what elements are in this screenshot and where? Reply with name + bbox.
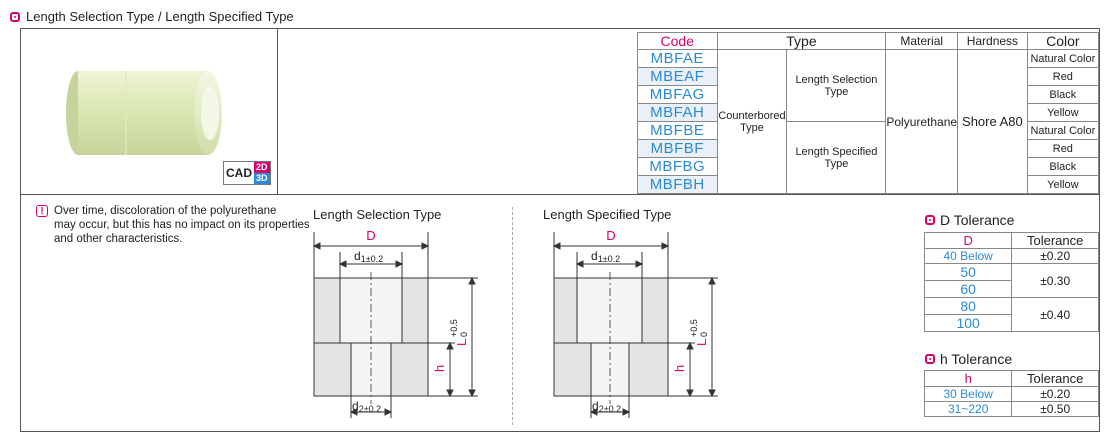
top-divider xyxy=(20,194,1100,195)
col-type: Type xyxy=(716,32,887,50)
tol-value: ±0.50 xyxy=(1011,401,1099,417)
bullet-icon xyxy=(925,215,935,225)
d-tolerance-title: D Tolerance xyxy=(925,212,1014,228)
dim-L: L +0.5 0 xyxy=(449,319,469,346)
cad-badge[interactable]: CAD 2D 3D xyxy=(223,161,271,185)
dim-d2-sub: 2±0.2 xyxy=(599,404,621,414)
color-cell: Yellow xyxy=(1026,175,1100,194)
dim-L-label: L xyxy=(694,339,709,346)
note-line: may occur, but this has no impact on its… xyxy=(54,219,310,231)
code-cell[interactable]: MBFAG xyxy=(637,85,718,104)
dim-L-tol2: 0 xyxy=(459,332,469,337)
code-cell[interactable]: MBFAH xyxy=(637,103,718,122)
h-tolerance-title: h Tolerance xyxy=(925,351,1012,367)
cad-3d: 3D xyxy=(254,173,270,184)
tol-value: ±0.20 xyxy=(1011,386,1099,402)
h-tolerance-table: h Tolerance 30 Below ±0.20 31~220 ±0.50 xyxy=(923,370,1099,417)
code-cell[interactable]: MBFBG xyxy=(637,157,718,176)
drawing-right-title: Length Specified Type xyxy=(543,207,672,222)
drawing-right: D d1±0.2 d2±0.2 h L +0.5 0 xyxy=(552,228,718,418)
section-header: Length Selection Type / Length Specified… xyxy=(10,9,294,24)
dim-h: h xyxy=(672,365,687,372)
d-tolerance-table: D Tolerance 40 Below ±0.20 50 ±0.30 60 8… xyxy=(923,232,1099,332)
d-tolerance-label: D Tolerance xyxy=(940,212,1015,228)
col-code: Code xyxy=(637,32,718,50)
color-cell: Natural Color xyxy=(1026,121,1100,140)
color-cell: Natural Color xyxy=(1026,49,1100,68)
d-value: 80 xyxy=(923,297,1013,315)
h-tolerance-label: h Tolerance xyxy=(940,351,1013,367)
dim-L-tol: +0.5 xyxy=(449,319,459,337)
warning-icon: ! xyxy=(36,205,48,217)
dim-d1-sub: 1±0.2 xyxy=(598,254,620,264)
bullet-icon xyxy=(10,11,20,22)
dim-L: L +0.5 0 xyxy=(689,319,709,346)
code-cell[interactable]: MBFBE xyxy=(637,121,718,140)
section-title: Length Selection Type / Length Specified… xyxy=(26,9,294,24)
color-cell: Black xyxy=(1026,157,1100,176)
cad-2d: 2D xyxy=(254,162,270,173)
dim-d2: d2±0.2 xyxy=(352,399,381,414)
dim-d2-label: d xyxy=(352,399,359,413)
col-hardness: Hardness xyxy=(957,32,1028,50)
code-cell[interactable]: MBFAE xyxy=(637,49,718,68)
dim-d2: d2±0.2 xyxy=(592,399,621,414)
dim-D: D xyxy=(606,228,615,243)
drawing-left-title: Length Selection Type xyxy=(313,207,442,222)
d-value: 100 xyxy=(923,314,1013,332)
dim-d1-label: d xyxy=(354,249,361,263)
drawing-divider xyxy=(512,207,513,425)
tol-value: ±0.30 xyxy=(1011,263,1099,298)
bullet-icon xyxy=(925,354,935,364)
type-selection: Length Selection Type xyxy=(786,49,887,122)
bushing-image xyxy=(66,71,222,155)
note-line: and other characteristics. xyxy=(54,233,183,245)
code-cell[interactable]: MBEAF xyxy=(637,67,718,86)
type-specified: Length Specified Type xyxy=(786,121,887,194)
tol-value: ±0.40 xyxy=(1011,297,1099,332)
spec-table: Code Type Material Hardness Color MBFAE … xyxy=(637,32,1100,194)
drawing-left: D d1±0.2 d2±0.2 h L +0.5 0 xyxy=(312,228,478,418)
dim-d2-sub: 2±0.2 xyxy=(359,404,381,414)
tol-col: Tolerance xyxy=(1011,370,1099,387)
color-cell: Red xyxy=(1026,139,1100,158)
color-cell: Black xyxy=(1026,85,1100,104)
dim-L-tol: +0.5 xyxy=(689,319,699,337)
d-value: 40 Below xyxy=(923,248,1013,264)
cad-label: CAD xyxy=(226,166,252,180)
dim-D: D xyxy=(366,228,375,243)
hardness-cell: Shore A80 xyxy=(957,49,1028,194)
tol-value: ±0.20 xyxy=(1011,248,1099,264)
product-photo: CAD 2D 3D xyxy=(30,33,271,188)
dim-d1-sub: 1±0.2 xyxy=(361,254,383,264)
dim-d2-label: d xyxy=(592,399,599,413)
d-col: D xyxy=(923,232,1013,249)
color-cell: Yellow xyxy=(1026,103,1100,122)
col-material: Material xyxy=(885,32,959,50)
photo-divider xyxy=(277,28,278,194)
d-value: 60 xyxy=(923,280,1013,298)
h-value: 31~220 xyxy=(923,401,1013,417)
dim-d1: d1±0.2 xyxy=(591,249,620,264)
h-col: h xyxy=(923,370,1013,387)
type-outer: Counterbored Type xyxy=(716,49,788,194)
dim-L-tol2: 0 xyxy=(699,332,709,337)
code-cell[interactable]: MBFBF xyxy=(637,139,718,158)
d-value: 50 xyxy=(923,263,1013,281)
dim-h: h xyxy=(432,365,447,372)
main-frame xyxy=(20,28,1100,432)
tol-col: Tolerance xyxy=(1011,232,1099,249)
dim-L-label: L xyxy=(454,339,469,346)
dim-d1-label: d xyxy=(591,249,598,263)
note-line: Over time, discoloration of the polyuret… xyxy=(54,205,277,217)
h-value: 30 Below xyxy=(923,386,1013,402)
note: ! Over time, discoloration of the polyur… xyxy=(36,204,310,246)
dim-d1: d1±0.2 xyxy=(354,249,383,264)
material-cell: Polyurethane xyxy=(885,49,959,194)
col-color: Color xyxy=(1026,32,1100,50)
code-cell[interactable]: MBFBH xyxy=(637,175,718,194)
color-cell: Red xyxy=(1026,67,1100,86)
